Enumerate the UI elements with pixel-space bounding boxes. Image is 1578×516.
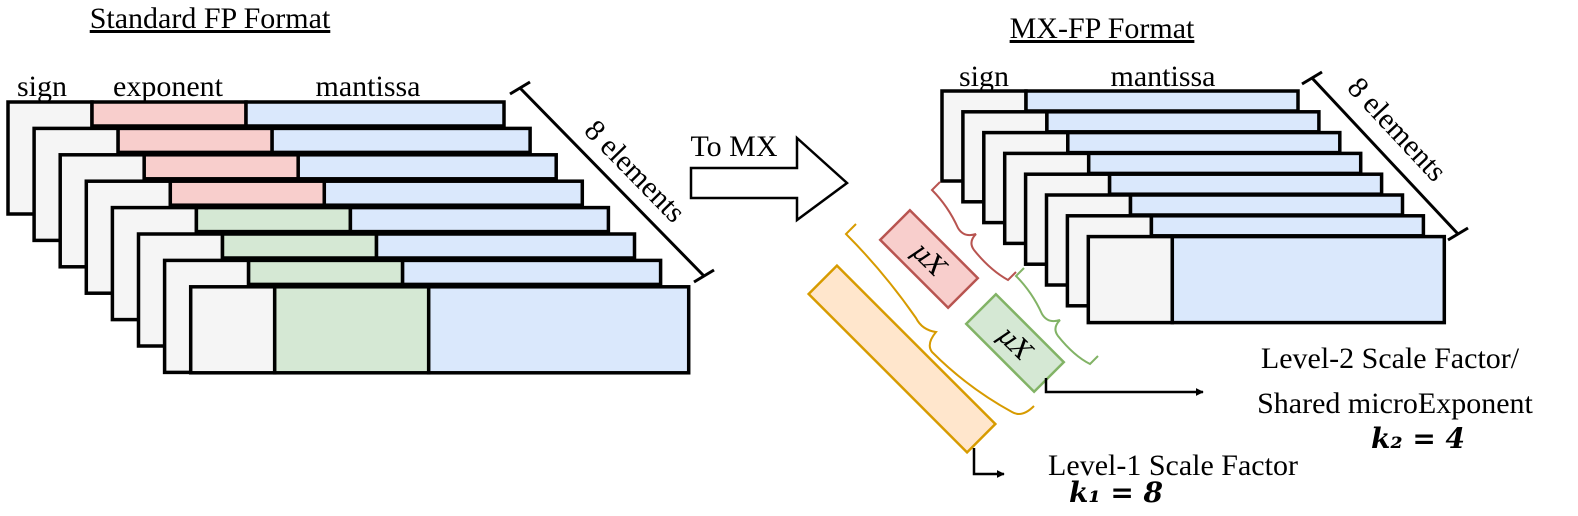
level1-arrow (972, 448, 1005, 478)
right-mantissa-cell (1170, 234, 1447, 325)
left-mantissa-cell (348, 205, 611, 234)
left-exponent-cell (272, 285, 431, 375)
left-mantissa-cell (244, 100, 506, 128)
right-mantissa-cell (1086, 151, 1363, 176)
level2-label-line2: Shared microExponent (1257, 387, 1533, 420)
orange-brace (844, 223, 1035, 415)
level2-label-line1: Level-2 Scale Factor/ (1261, 342, 1520, 375)
left-mantissa-cell (270, 126, 532, 155)
green-brace (1014, 267, 1099, 366)
left-mantissa-cell (296, 153, 558, 181)
micro-exponent-red: μX (878, 208, 980, 310)
left-mantissa-label: mantissa (316, 70, 421, 103)
left-exponent-cell (246, 258, 405, 287)
mx-fp-element-stack (940, 89, 1447, 325)
left-exponent-label: exponent (113, 70, 224, 103)
right-mantissa-cell (1149, 214, 1426, 238)
right-sign-cell (1086, 234, 1175, 325)
left-mantissa-cell (374, 232, 637, 260)
left-title: Standard FP Format (90, 2, 331, 35)
left-exponent-cell (116, 126, 274, 155)
right-mantissa-cell (1045, 110, 1321, 134)
right-title: MX-FP Format (1010, 12, 1195, 45)
left-mantissa-cell (426, 285, 691, 375)
red-brace (930, 181, 1017, 282)
right-mantissa-cell (1107, 172, 1384, 196)
left-exponent-cell (90, 100, 248, 128)
left-exponent-cell (220, 232, 379, 260)
left-exponent-cell (194, 205, 353, 234)
right-mantissa-cell (1024, 89, 1300, 113)
left-sign-cell (188, 285, 277, 375)
standard-fp-element-stack (6, 100, 691, 375)
left-sign-label: sign (17, 70, 67, 103)
left-mantissa-cell (322, 179, 585, 207)
to-mx-arrow (689, 135, 849, 223)
right-sign-label: sign (959, 60, 1009, 93)
level2-k-value: k₂ = 4 (1371, 422, 1465, 455)
left-exponent-cell (142, 153, 300, 181)
to-mx-label: To MX (690, 130, 777, 163)
level1-k-value: k₁ = 8 (1069, 476, 1163, 509)
right-mantissa-label: mantissa (1111, 60, 1216, 93)
right-mantissa-cell (1128, 193, 1405, 217)
left-exponent-cell (168, 179, 327, 207)
micro-exponent-green: μX (964, 292, 1066, 394)
level1-label: Level-1 Scale Factor (1048, 449, 1298, 482)
level1-scale-factor-box (806, 263, 998, 455)
level2-arrow (1044, 378, 1204, 396)
right-mantissa-cell (1066, 130, 1342, 155)
left-mantissa-cell (400, 258, 663, 287)
